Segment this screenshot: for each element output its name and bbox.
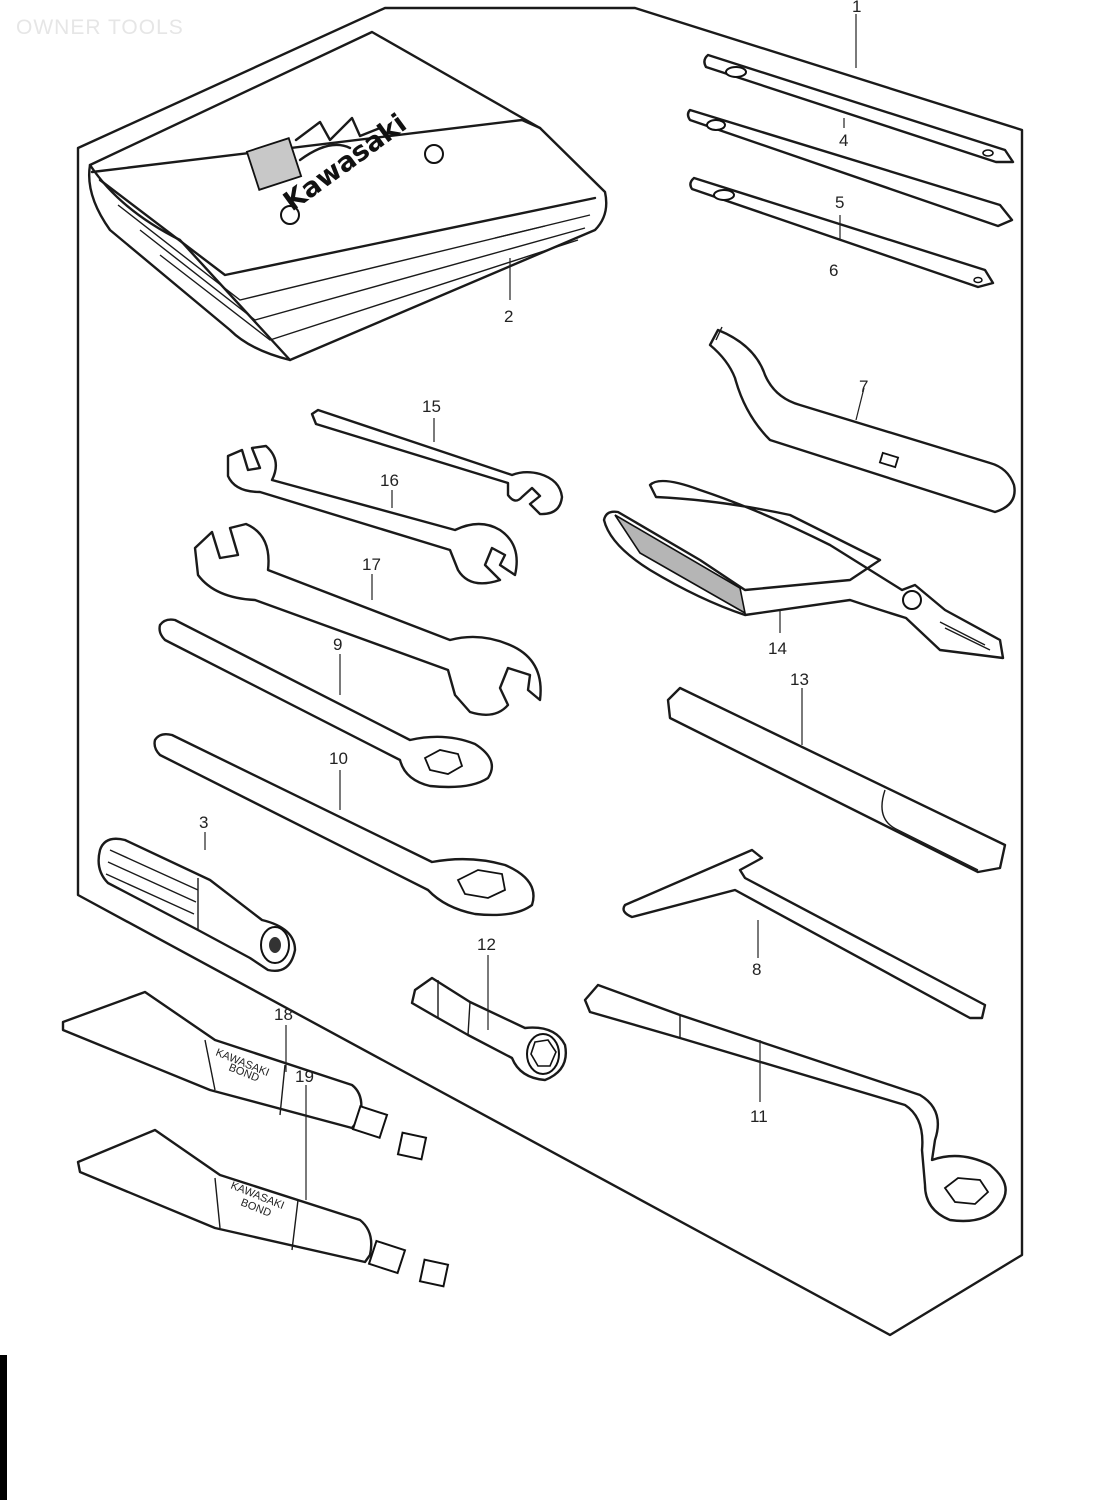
callout-14: 14 bbox=[768, 639, 787, 658]
callout-9: 9 bbox=[333, 635, 342, 654]
bond-tube-18: KAWASAKI BOND bbox=[61, 990, 428, 1161]
callout-12: 12 bbox=[477, 935, 496, 954]
callout-15: 15 bbox=[422, 397, 441, 416]
callout-3: 3 bbox=[199, 813, 208, 832]
screwdriver-blade-5-6 bbox=[689, 176, 995, 289]
tool-panel-outline bbox=[76, 6, 1024, 1337]
callout-2: 2 bbox=[504, 307, 513, 326]
callout-numbers: 1 2 3 4 5 6 7 8 9 10 11 12 13 14 15 16 1… bbox=[199, 0, 868, 1126]
callout-18: 18 bbox=[274, 1005, 293, 1024]
ring-spanner-10 bbox=[153, 732, 535, 917]
callout-1: 1 bbox=[852, 0, 861, 16]
callout-8: 8 bbox=[752, 960, 761, 979]
hook-spanner-7 bbox=[708, 326, 1016, 514]
bond-tube-19: KAWASAKI BOND bbox=[76, 1128, 450, 1288]
callout-19: 19 bbox=[295, 1067, 314, 1086]
callout-13: 13 bbox=[790, 670, 809, 689]
screwdriver-blade-1 bbox=[703, 53, 1015, 164]
ring-spanner-9 bbox=[158, 618, 493, 789]
flat-bar-13 bbox=[666, 686, 1007, 874]
box-wrench-11 bbox=[583, 983, 1007, 1223]
open-end-spanner-16 bbox=[226, 444, 518, 585]
screwdriver-blade-4 bbox=[686, 108, 1014, 228]
scan-edge-bar bbox=[0, 1355, 7, 1500]
tool-bag: Kawasaki bbox=[88, 30, 608, 362]
plug-spanner-12 bbox=[410, 976, 567, 1082]
callout-11: 11 bbox=[750, 1107, 768, 1126]
callout-7: 7 bbox=[859, 377, 868, 396]
callout-17: 17 bbox=[362, 555, 381, 574]
callout-4: 4 bbox=[839, 131, 848, 150]
callout-6: 6 bbox=[829, 261, 838, 280]
open-end-spanner-15 bbox=[310, 408, 564, 516]
open-end-spanner-17 bbox=[193, 522, 542, 716]
t-handle-8 bbox=[622, 848, 987, 1020]
page-title: OWNER TOOLS bbox=[16, 16, 184, 39]
pliers-14 bbox=[602, 479, 1005, 660]
callout-5: 5 bbox=[835, 193, 844, 212]
callout-10: 10 bbox=[329, 749, 348, 768]
callout-16: 16 bbox=[380, 471, 399, 490]
leader-lines bbox=[204, 14, 865, 1200]
screwdriver-handle-3 bbox=[97, 837, 297, 972]
